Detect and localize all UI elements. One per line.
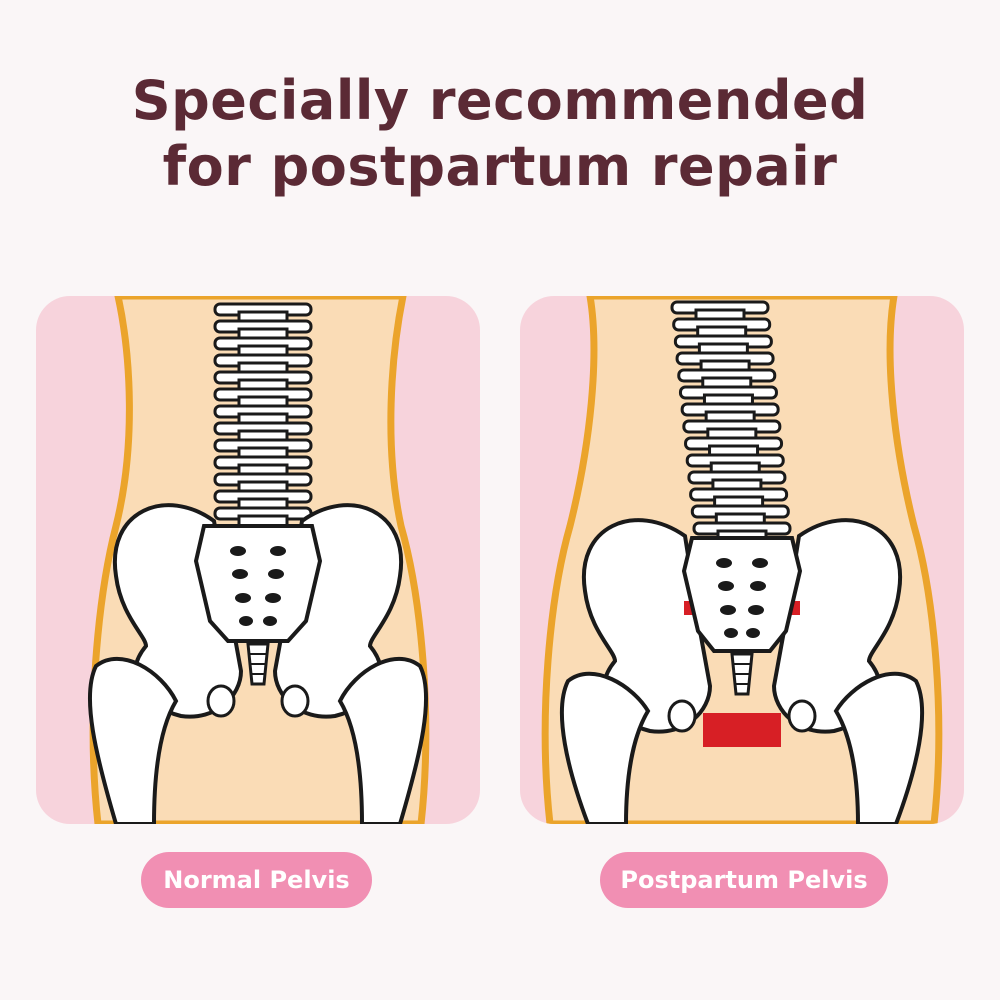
page-title-line-2: for postpartum repair [162,135,838,198]
spine [213,302,313,528]
pelvis-normal-illustration [87,296,430,824]
postpartum-pelvis-panel [520,296,964,824]
normal-pelvis-label: Normal Pelvis [141,852,372,908]
widened-gap-highlight [703,713,781,747]
postpartum-pelvis-label: Postpartum Pelvis [600,852,888,908]
normal-pelvis-panel [36,296,480,824]
page-title-line-1: Specially recommended [131,69,869,132]
spine [670,300,792,543]
pelvis-postpartum-illustration [541,296,943,824]
page-title: Specially recommended for postpartum rep… [0,68,1000,200]
